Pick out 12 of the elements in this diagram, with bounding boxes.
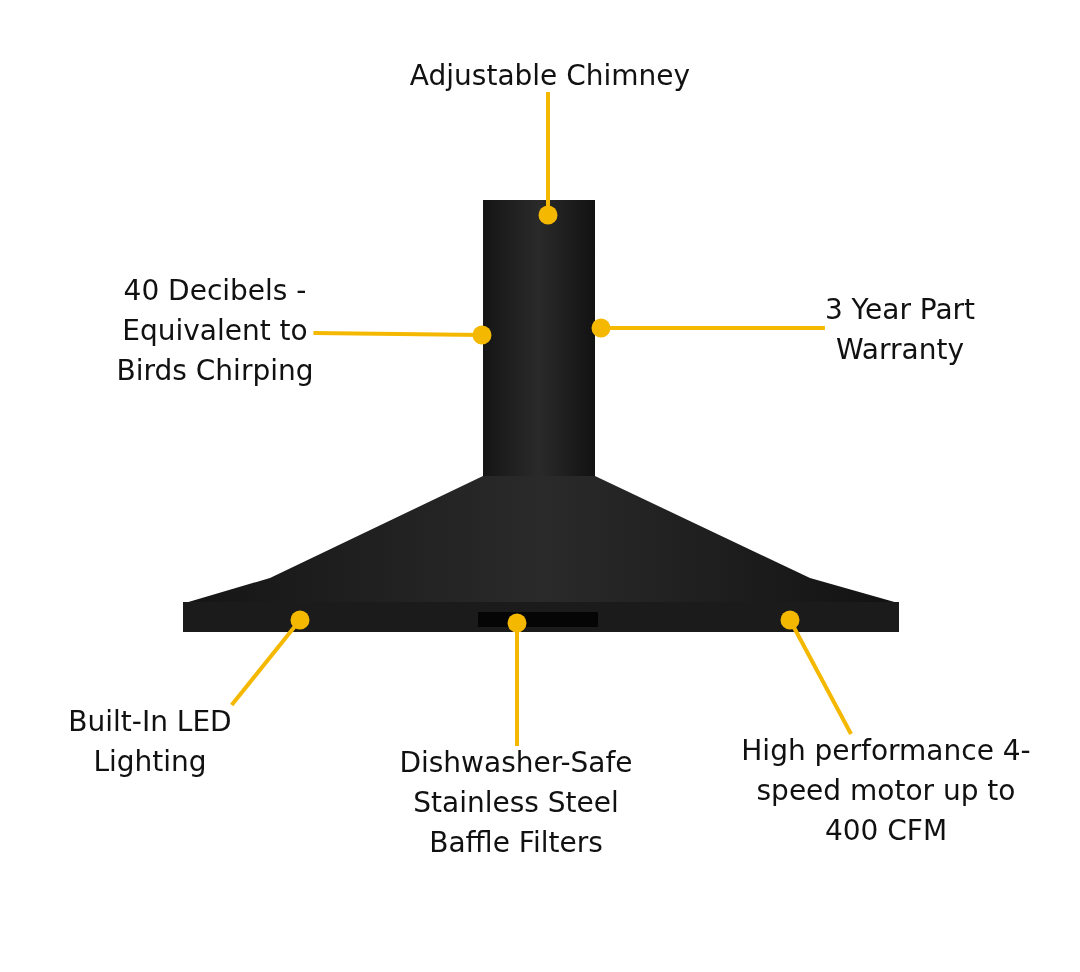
callout-text: Adjustable Chimney [409, 58, 691, 94]
callout-text: 3 Year Part Warranty [823, 292, 977, 368]
callout-text: High performance 4-speed motor up to 400 CFM [740, 733, 1032, 849]
callout-text: Built-In LED Lighting [67, 704, 233, 780]
leader-line [230, 610, 310, 707]
leader-line [313, 325, 492, 345]
leader-line [507, 613, 527, 746]
callout-text: Dishwasher-Safe Stainless Steel Baffle Filters [398, 745, 634, 861]
leader-line [538, 92, 558, 225]
leader-line [591, 318, 825, 338]
callout-text: 40 Decibels - Equivalent to Birds Chirping [115, 273, 315, 389]
leader-line [780, 610, 853, 735]
